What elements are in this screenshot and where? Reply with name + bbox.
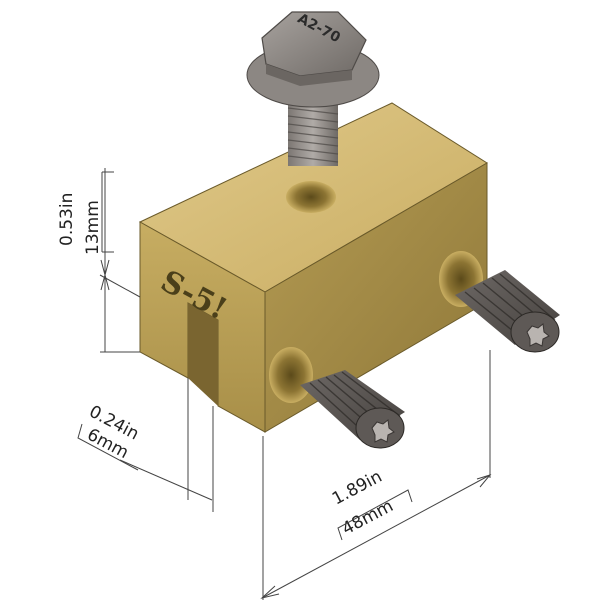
height-mm: 13mm — [83, 200, 103, 255]
dimension-length — [260, 350, 492, 600]
dimension-height — [99, 168, 141, 353]
set-screw-rear — [455, 270, 560, 353]
side-hole-front — [269, 347, 313, 403]
torx-icon — [526, 323, 550, 347]
torx-icon — [371, 419, 395, 443]
hex-bolt: A2-70 — [246, 11, 380, 166]
set-screw-front — [300, 370, 405, 449]
slot-inner — [188, 303, 218, 406]
height-inches: 0.53in — [57, 193, 77, 246]
top-threaded-hole — [286, 181, 336, 213]
dimension-slot — [119, 378, 214, 512]
